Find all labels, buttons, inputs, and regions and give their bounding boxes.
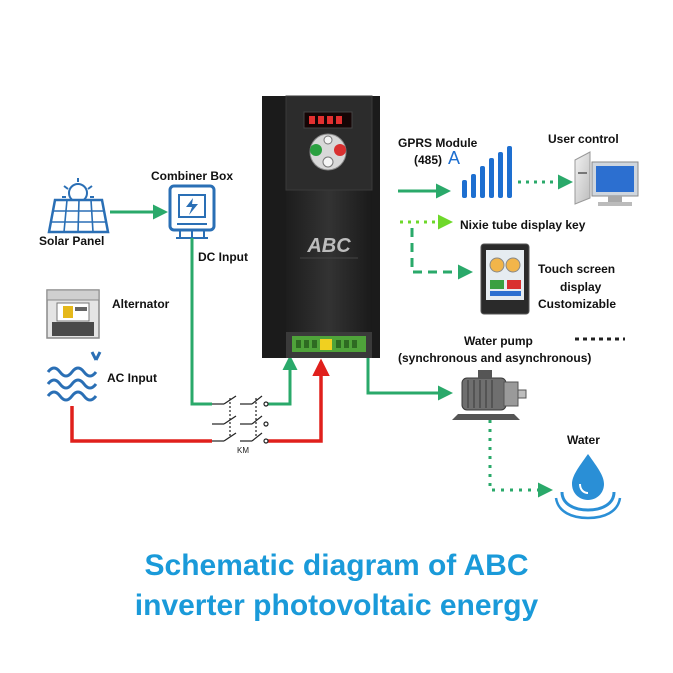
km-switch-symbol — [212, 395, 269, 444]
pump-to-water-arrow — [488, 420, 553, 498]
combiner-box-label: Combiner Box — [151, 169, 234, 183]
dc-to-inverter-arrow — [268, 355, 298, 406]
alternator-icon — [46, 289, 100, 339]
ac-line — [70, 406, 212, 443]
ac-wave-icon — [46, 351, 102, 402]
solar-panel-icon — [47, 178, 110, 234]
ac-to-inverter-arrow — [268, 358, 330, 443]
caption-line-1: Schematic diagram of ABC — [144, 549, 529, 582]
gprs-code-label: (485) — [414, 153, 443, 167]
gprs-module-label: GPRS Module — [398, 136, 478, 150]
inverter-to-pump-arrow — [366, 358, 453, 401]
gprs-letter-label: A — [448, 148, 461, 168]
user-control-label: User control — [548, 132, 619, 146]
brand-logo-text: ABC — [306, 235, 351, 257]
touch-custom-label: Customizable — [538, 297, 617, 311]
touch-display-label: display — [560, 280, 602, 294]
dc-input-label: DC Input — [198, 250, 248, 264]
km-label: KM — [237, 446, 249, 455]
water-pump-icon — [452, 370, 527, 420]
dc-line — [190, 238, 212, 406]
caption-line-2: inverter photovoltaic energy — [134, 589, 539, 622]
solar-panel-label: Solar Panel — [39, 234, 105, 248]
touch-screen-icon — [480, 243, 530, 315]
combiner-box-icon — [168, 184, 216, 239]
nixie-key-label: Nixie tube display key — [460, 218, 586, 232]
abc-inverter-unit — [262, 95, 380, 358]
water-label: Water — [567, 433, 600, 447]
touch-screen-label: Touch screen — [538, 262, 616, 276]
computer-icon — [574, 151, 639, 206]
signal-bars-icon — [462, 146, 512, 198]
water-pump-label: Water pump — [464, 334, 533, 348]
touch-screen-arrow — [410, 228, 473, 280]
water-drop-icon — [554, 454, 622, 520]
pump-type-label: (synchronous and asynchronous) — [398, 351, 592, 365]
ac-input-label: AC Input — [107, 371, 157, 385]
alternator-label: Alternator — [112, 297, 170, 311]
